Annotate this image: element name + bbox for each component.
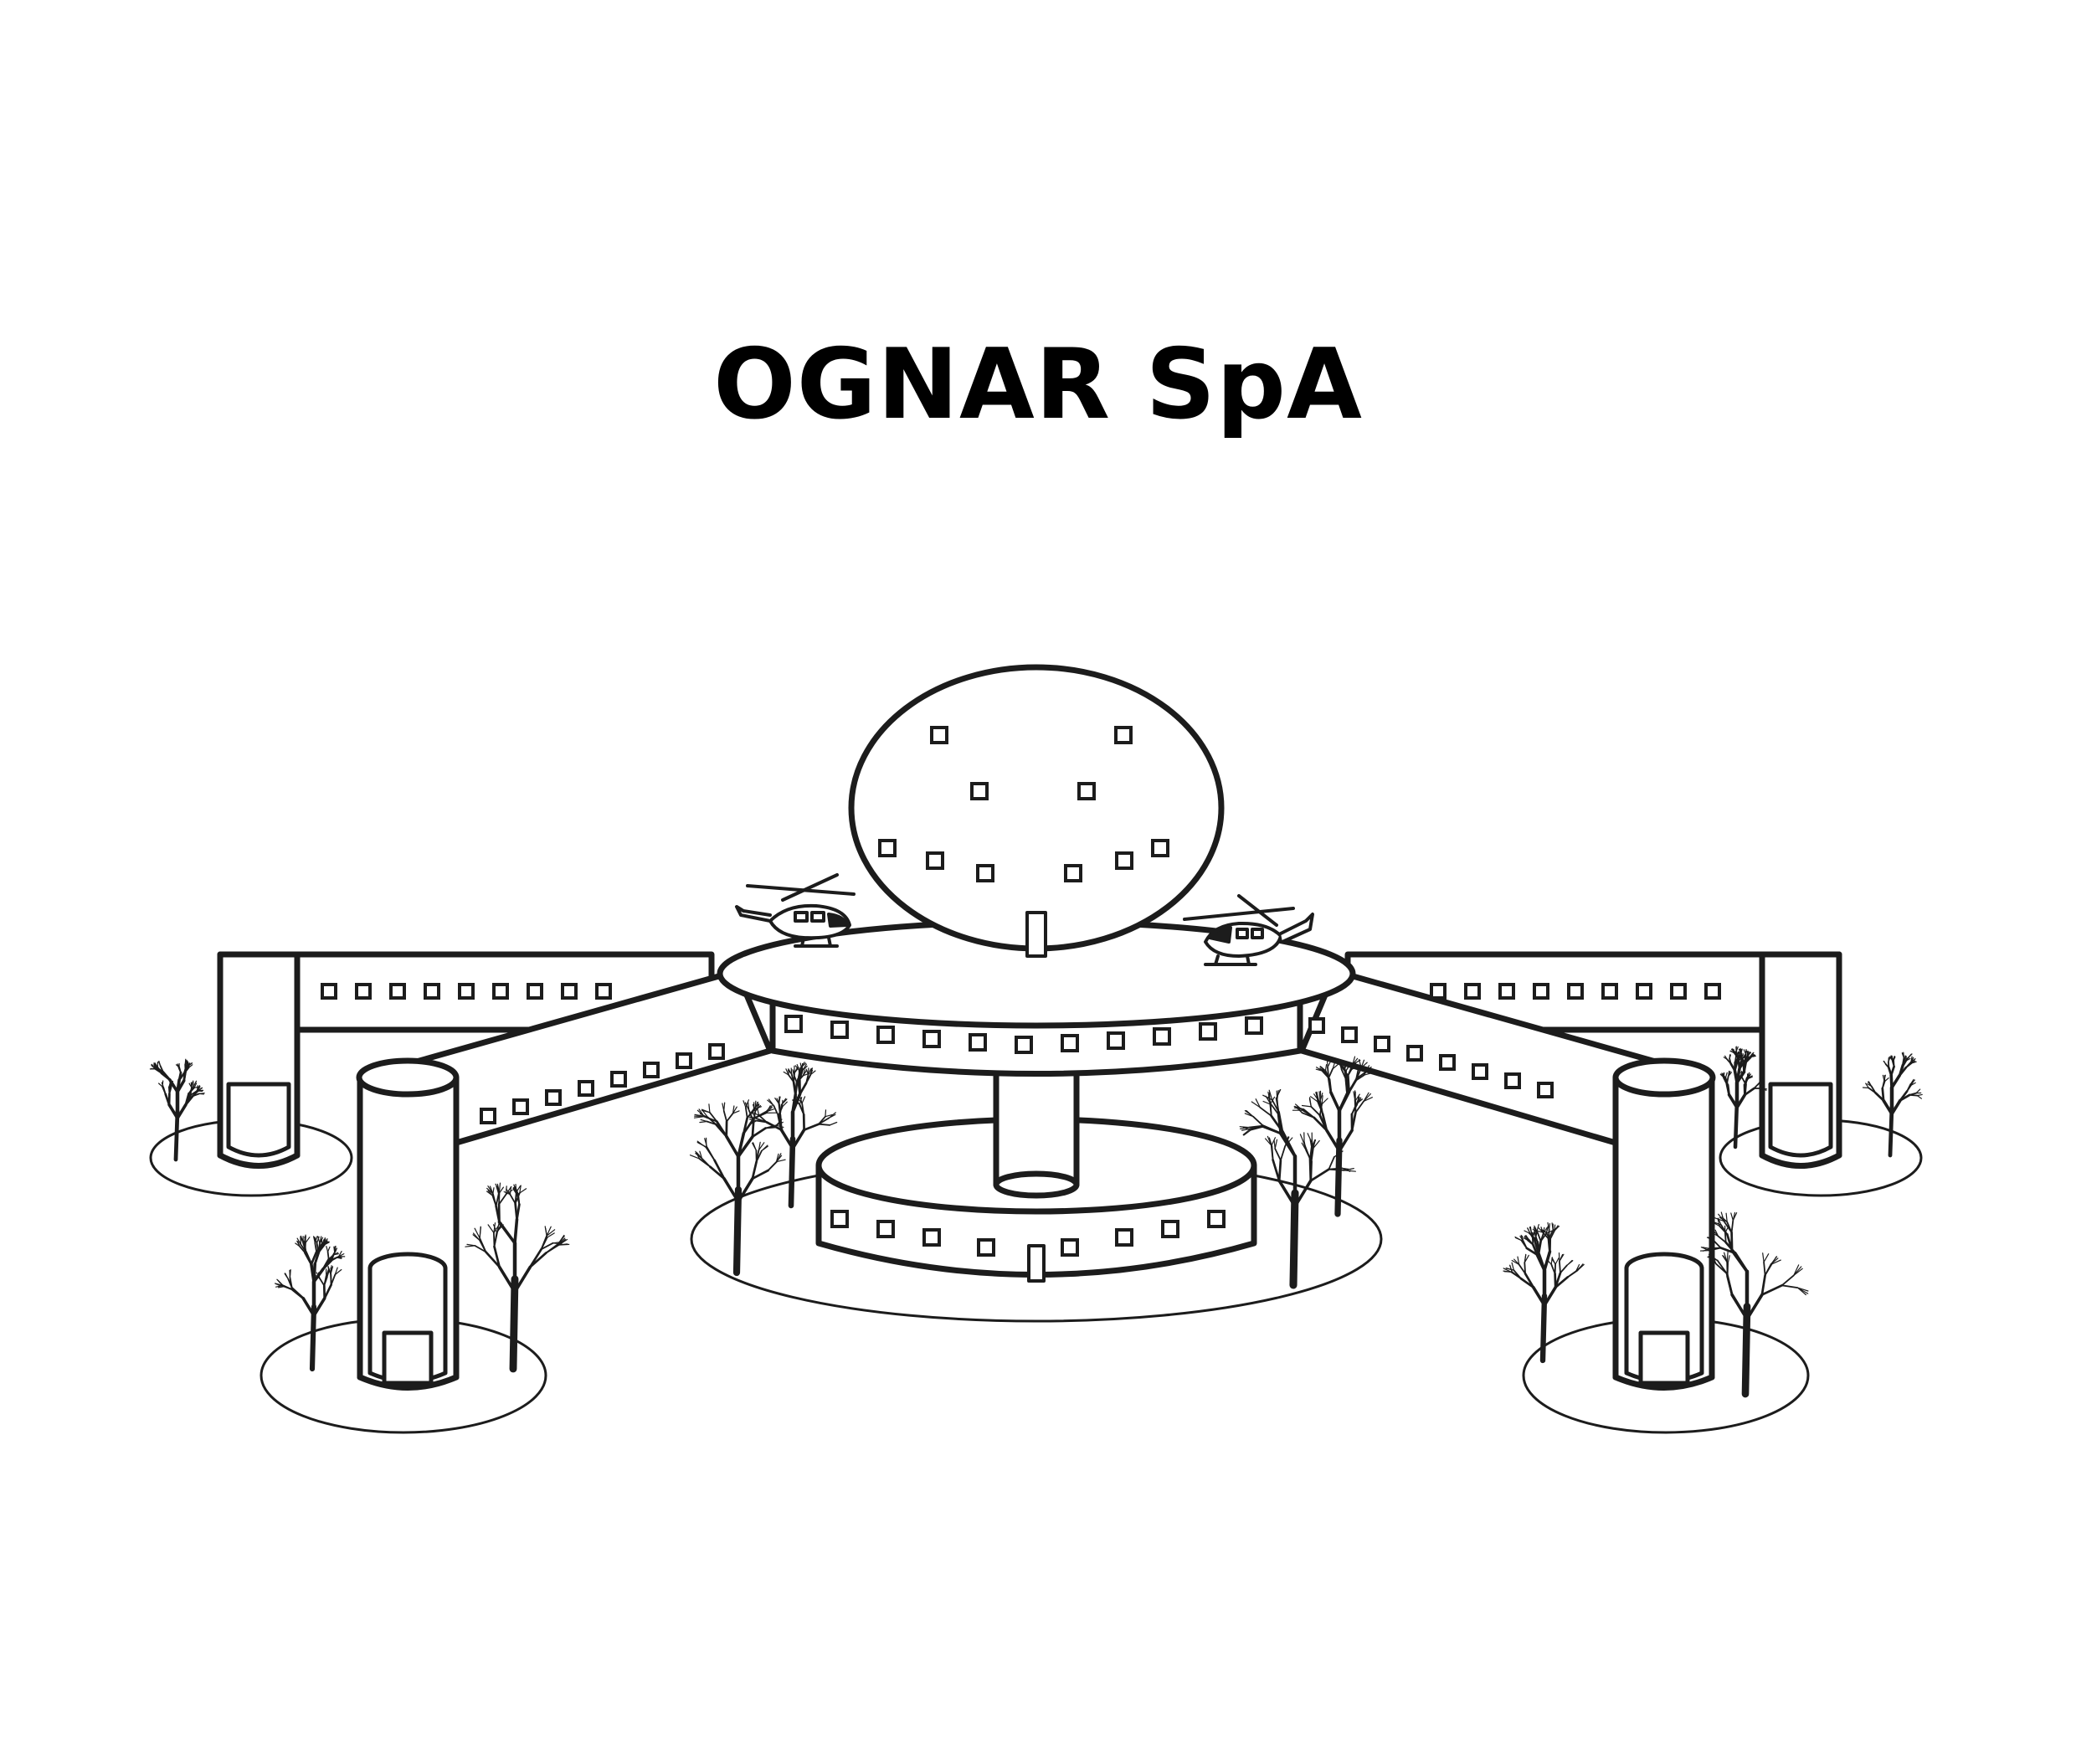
window [643,1062,660,1078]
window [708,1043,725,1060]
window [1114,726,1133,744]
window [969,1033,987,1052]
tree [1699,1211,1809,1398]
window [830,1210,849,1228]
window [1430,983,1447,1000]
window [595,983,612,1000]
helicopter-right [1183,894,1314,966]
window [977,1238,995,1257]
window [480,1108,496,1124]
tree [1292,1056,1373,1217]
window [976,864,994,882]
tree [465,1182,570,1373]
tree [1239,1088,1356,1289]
window [321,983,337,1000]
front-wing-right [1298,968,1716,1391]
window [424,983,440,1000]
window [610,1071,627,1088]
window [1064,864,1082,882]
window [830,1021,849,1039]
window [676,1052,692,1069]
window [1077,782,1096,800]
window [1308,1017,1325,1034]
trees [149,1046,1923,1398]
back-wing-left [217,951,715,1169]
window [492,983,509,1000]
window [1537,1082,1554,1098]
window [1207,1210,1226,1228]
window [578,1080,594,1097]
window [1533,983,1549,1000]
front-wing-left [356,968,773,1391]
window [1704,983,1721,1000]
window [784,1015,803,1033]
window [1374,1036,1390,1052]
central-base [815,1056,1257,1283]
window [527,983,543,1000]
window [1464,983,1481,1000]
window [1636,983,1652,1000]
window [1498,983,1515,1000]
helicopter-left [735,873,856,948]
window [1161,1220,1179,1238]
window [1153,1027,1171,1046]
window [389,983,406,1000]
tree [689,1099,786,1277]
tree [1862,1052,1923,1158]
window [512,1098,529,1115]
window [922,1228,941,1247]
tree [149,1058,205,1162]
windows [321,726,1721,1257]
window [1015,1036,1033,1054]
window [458,983,475,1000]
window [876,1220,895,1238]
window [1061,1034,1079,1052]
window [1115,1228,1133,1247]
window [1472,1063,1488,1080]
window [1670,983,1687,1000]
window [1245,1016,1263,1035]
tree [748,1062,838,1209]
tree [275,1234,346,1372]
tree [1503,1221,1585,1364]
window [1061,1238,1079,1257]
window [1504,1072,1521,1089]
window [1199,1022,1217,1041]
window [1601,983,1618,1000]
window [1439,1054,1456,1071]
window [926,851,944,870]
window [930,726,948,744]
window [1341,1026,1358,1043]
window [922,1030,941,1048]
window [876,1026,895,1044]
window [878,839,897,857]
sphere-tower [848,664,1225,958]
window [561,983,578,1000]
window [1567,983,1584,1000]
company-title: OGNAR SpA [713,328,1363,441]
window [1107,1031,1125,1050]
window [970,782,989,800]
window [545,1089,562,1106]
window [1151,839,1169,857]
tree [1719,1046,1768,1149]
window [1115,851,1133,870]
window [1406,1045,1423,1062]
window [355,983,372,1000]
